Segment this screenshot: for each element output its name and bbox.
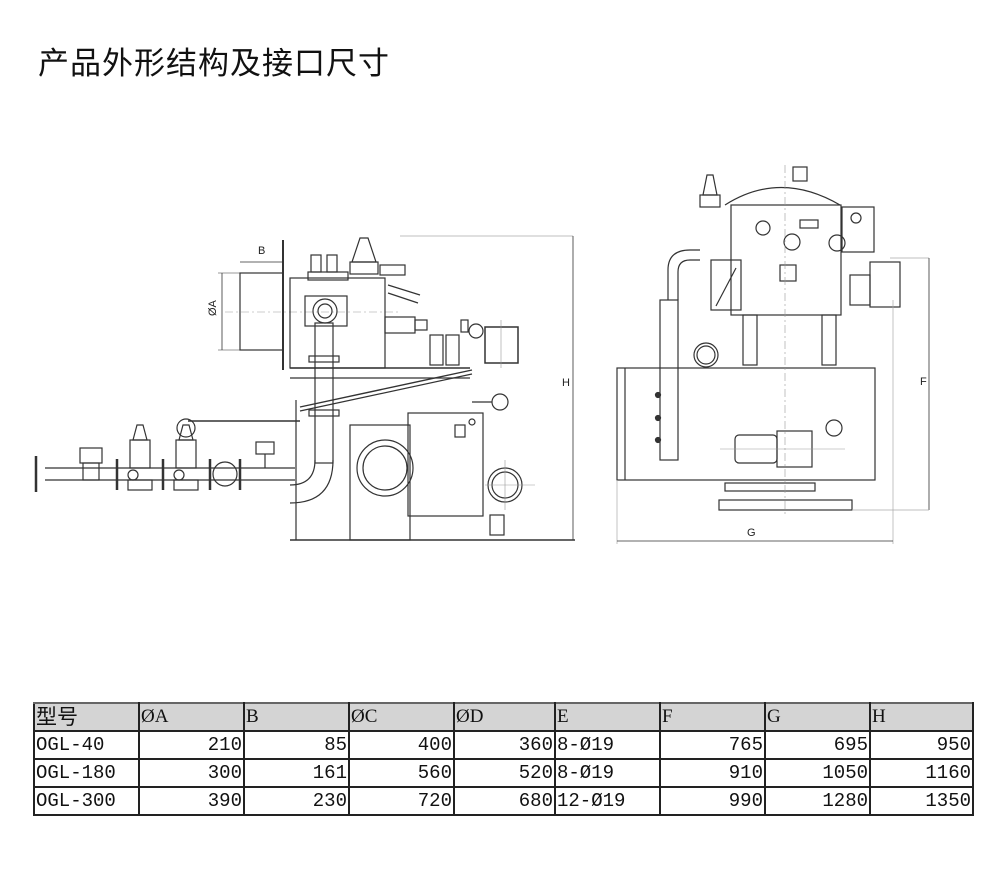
front-view: F G (616, 165, 930, 544)
cell-g: 1050 (764, 758, 871, 788)
header-e: E (554, 702, 661, 732)
cell-model: OGL-40 (33, 730, 140, 760)
header-model: 型号 (33, 702, 140, 732)
header-a: ØA (138, 702, 245, 732)
cell-g: 1280 (764, 786, 871, 816)
cell-f: 990 (659, 786, 766, 816)
header-c: ØC (348, 702, 455, 732)
cell-h: 1350 (869, 786, 974, 816)
cell-b: 85 (243, 730, 350, 760)
header-g: G (764, 702, 871, 732)
cell-c: 560 (348, 758, 455, 788)
dim-label-b: B (258, 245, 265, 257)
cell-a: 390 (138, 786, 245, 816)
header-d: ØD (453, 702, 556, 732)
table-row: OGL-180 300 161 560 520 8-Ø19 910 1050 1… (33, 758, 974, 788)
side-view: ØA B (34, 235, 575, 541)
cell-h: 1160 (869, 758, 974, 788)
header-b: B (243, 702, 350, 732)
cell-h: 950 (869, 730, 974, 760)
dim-label-g: G (747, 527, 756, 539)
cell-c: 400 (348, 730, 455, 760)
cell-f: 765 (659, 730, 766, 760)
dim-label-a: ØA (207, 299, 219, 316)
cell-b: 230 (243, 786, 350, 816)
table-header-row: 型号 ØA B ØC ØD E F G H (33, 702, 974, 732)
cell-b: 161 (243, 758, 350, 788)
cell-e: 8-Ø19 (554, 758, 661, 788)
cell-g: 695 (764, 730, 871, 760)
cell-e: 12-Ø19 (554, 786, 661, 816)
cell-d: 520 (453, 758, 556, 788)
table-row: OGL-40 210 85 400 360 8-Ø19 765 695 950 (33, 730, 974, 760)
dim-label-h: H (562, 377, 570, 389)
cell-a: 300 (138, 758, 245, 788)
cell-e: 8-Ø19 (554, 730, 661, 760)
cell-d: 360 (453, 730, 556, 760)
header-f: F (659, 702, 766, 732)
burner-nozzle (239, 272, 284, 351)
spec-table: 型号 ØA B ØC ØD E F G H OGL-40 210 85 400 … (33, 702, 974, 816)
page-title: 产品外形结构及接口尺寸 (38, 46, 390, 82)
technical-drawing: ØA B (34, 165, 930, 544)
cell-model: OGL-180 (33, 758, 140, 788)
cell-d: 680 (453, 786, 556, 816)
table-row: OGL-300 390 230 720 680 12-Ø19 990 1280 … (33, 786, 974, 816)
cell-f: 910 (659, 758, 766, 788)
dim-label-f: F (920, 376, 927, 388)
cell-a: 210 (138, 730, 245, 760)
cell-model: OGL-300 (33, 786, 140, 816)
cell-c: 720 (348, 786, 455, 816)
header-h: H (869, 702, 974, 732)
